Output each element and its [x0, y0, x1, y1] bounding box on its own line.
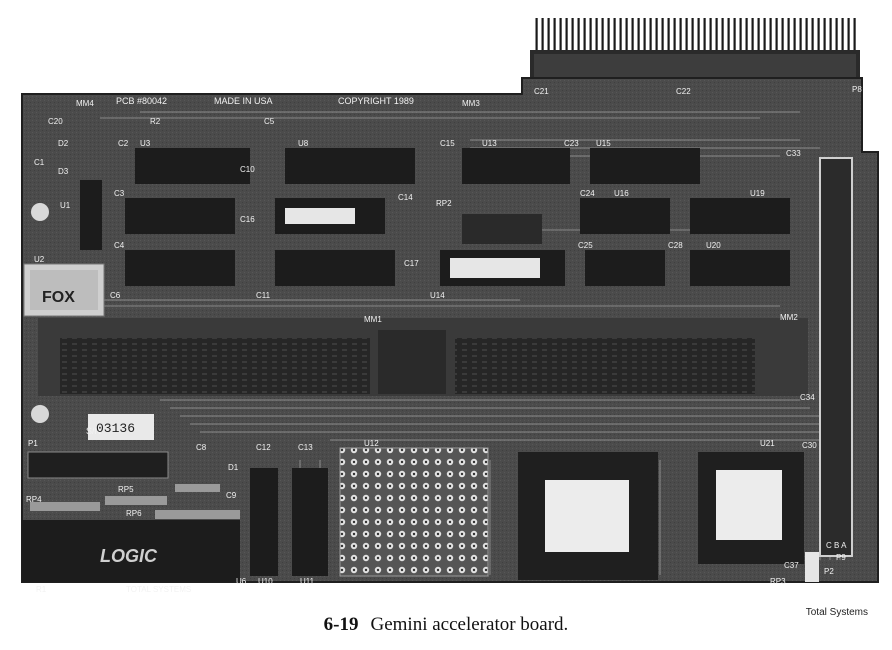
svg-text:C34: C34: [800, 393, 815, 402]
memory-bank: [38, 318, 808, 396]
svg-text:U11: U11: [300, 577, 315, 586]
svg-text:C13: C13: [298, 443, 313, 452]
proto-area: [339, 447, 489, 577]
svg-text:C30: C30: [802, 441, 817, 450]
svg-text:C6: C6: [110, 291, 121, 300]
svg-text:C8: C8: [196, 443, 207, 452]
svg-text:RP3: RP3: [770, 577, 786, 586]
svg-text:C28: C28: [668, 241, 683, 250]
chip-row-top: [135, 148, 700, 184]
logic-brand: LOGIC: [100, 546, 158, 566]
logic-chip: [22, 520, 240, 582]
svg-text:C20: C20: [48, 117, 63, 126]
svg-text:P9: P9: [836, 553, 846, 562]
svg-text:MM1: MM1: [364, 315, 382, 324]
left-components: [23, 180, 105, 423]
svg-text:RP4: RP4: [26, 495, 42, 504]
svg-text:MM2: MM2: [780, 313, 798, 322]
svg-text:C16: C16: [240, 215, 255, 224]
svg-text:C15: C15: [440, 139, 455, 148]
svg-text:P2: P2: [824, 567, 834, 576]
svg-text:P8: P8: [852, 85, 862, 94]
svg-text:U14: U14: [430, 291, 445, 300]
svg-text:S/N: S/N: [86, 426, 101, 436]
svg-text:C23: C23: [564, 139, 579, 148]
svg-text:D2: D2: [58, 139, 69, 148]
svg-text:U13: U13: [482, 139, 497, 148]
crystal-brand: FOX: [42, 289, 75, 306]
figure-number: 6-19: [323, 614, 359, 635]
chip-row-low: [125, 250, 790, 286]
svg-text:RP5: RP5: [118, 485, 134, 494]
svg-text:U6: U6: [236, 577, 247, 586]
svg-text:U21: U21: [760, 439, 775, 448]
svg-text:MM4: MM4: [76, 99, 94, 108]
svg-text:U2: U2: [34, 255, 45, 264]
svg-text:MADE IN USA: MADE IN USA: [214, 96, 273, 106]
svg-text:C10: C10: [240, 165, 255, 174]
p1-header: [27, 451, 169, 479]
svg-text:C3: C3: [114, 189, 125, 198]
svg-text:U3: U3: [140, 139, 151, 148]
svg-text:C9: C9: [226, 491, 237, 500]
resistor-packs: [30, 484, 240, 519]
figure-caption: 6-19 Gemini accelerator board.: [0, 614, 892, 636]
svg-text:C1: C1: [34, 158, 45, 167]
svg-text:C25: C25: [578, 241, 593, 250]
svg-text:C37: C37: [784, 561, 799, 570]
svg-text:U16: U16: [614, 189, 629, 198]
svg-text:C14: C14: [398, 193, 413, 202]
svg-text:U10: U10: [258, 577, 273, 586]
svg-text:C B A: C B A: [826, 541, 847, 550]
chip-row-mid: [125, 198, 790, 244]
svg-text:U19: U19: [750, 189, 765, 198]
svg-text:C4: C4: [114, 241, 125, 250]
right-connector: [819, 157, 853, 557]
svg-text:D3: D3: [58, 167, 69, 176]
cpu-chips: [518, 452, 804, 580]
silkscreen-labels: PCB #80042 MADE IN USA COPYRIGHT 1989 MM…: [26, 85, 862, 594]
board-photo: PCB #80042 MADE IN USA COPYRIGHT 1989 MM…: [21, 18, 879, 594]
svg-text:U8: U8: [298, 139, 309, 148]
serial-sticker: [88, 414, 154, 440]
svg-text:P1: P1: [28, 439, 38, 448]
svg-text:C24: C24: [580, 189, 595, 198]
svg-text:RP6: RP6: [126, 509, 142, 518]
svg-text:PCB #80042: PCB #80042: [116, 96, 167, 106]
svg-text:C2: C2: [118, 139, 129, 148]
svg-text:COPYRIGHT 1989: COPYRIGHT 1989: [338, 96, 414, 106]
svg-text:D1: D1: [228, 463, 239, 472]
svg-text:RP2: RP2: [436, 199, 452, 208]
svg-text:C22: C22: [676, 87, 691, 96]
svg-text:C12: C12: [256, 443, 271, 452]
caption-text: Gemini accelerator board.: [370, 614, 569, 635]
svg-text:U12: U12: [364, 439, 379, 448]
svg-text:R1: R1: [36, 585, 47, 594]
svg-text:C11: C11: [256, 291, 271, 300]
svg-text:C21: C21: [534, 87, 549, 96]
svg-text:MM3: MM3: [462, 99, 480, 108]
header-pins: [530, 18, 860, 82]
svg-text:C5: C5: [264, 117, 275, 126]
svg-text:U20: U20: [706, 241, 721, 250]
photo-credit: Total Systems: [805, 607, 868, 618]
serial-number: 03136: [96, 421, 135, 436]
svg-text:R2: R2: [150, 117, 161, 126]
svg-text:C17: C17: [404, 259, 419, 268]
svg-text:U15: U15: [596, 139, 611, 148]
svg-text:TOTAL SYSTEMS: TOTAL SYSTEMS: [126, 585, 191, 594]
svg-text:U1: U1: [60, 201, 71, 210]
svg-text:C33: C33: [786, 149, 801, 158]
